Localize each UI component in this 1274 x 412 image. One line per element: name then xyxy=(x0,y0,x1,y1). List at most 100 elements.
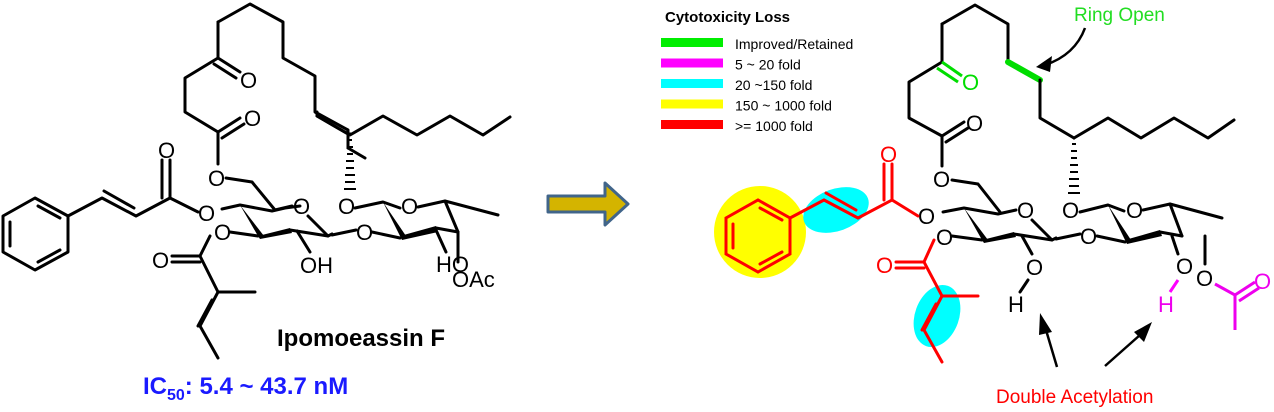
glucose-ring-oxygen: O xyxy=(293,194,310,219)
ester-co-right xyxy=(940,120,966,138)
transform-arrow-icon xyxy=(546,181,630,227)
fucose-c5 xyxy=(443,199,460,234)
alkene-highlight-20-150 xyxy=(803,187,869,233)
ketone-bond-green xyxy=(941,60,963,78)
ic50-label: IC50: 5.4 ~ 43.7 nM xyxy=(143,373,348,404)
glucose-ring-bond-right xyxy=(1030,218,1054,242)
ester-carbonyl-oxygen: O xyxy=(244,106,261,131)
ester-carbonyl-oxygen-right: O xyxy=(966,111,983,136)
fucose-oh-h-bond-magenta xyxy=(1168,279,1180,293)
legend-label: 20 ~150 fold xyxy=(735,77,812,93)
cinnamate-oxygen: O xyxy=(198,201,215,226)
macrocycle-chain-right xyxy=(216,2,350,150)
fucose-c5-right xyxy=(1168,202,1184,238)
macrocycle-left xyxy=(907,22,944,138)
tiglate-oxygen: O xyxy=(214,220,231,245)
tiglate-carbonyl-oxygen-red: O xyxy=(876,253,893,278)
ipomoeassin-f-structure: O O O O O OH O O xyxy=(1,2,512,404)
glucose-bold-bottom-right xyxy=(982,232,1016,243)
fucose-hydrogen-magenta: H xyxy=(1158,292,1174,317)
glycosidic-bond xyxy=(330,228,358,237)
fucose-bottom-left-right xyxy=(1095,234,1127,244)
acetylation-arrow-left xyxy=(1044,329,1059,368)
glucose-wedge-right xyxy=(964,208,988,240)
ketone-bond xyxy=(216,56,242,74)
cinnamate-carbonyl-oxygen: O xyxy=(158,138,175,163)
glycosidic-oxygen-top-right: O xyxy=(1062,198,1079,223)
glucose-hydroxyl: OH xyxy=(300,253,333,278)
fucose-top-right xyxy=(416,199,500,217)
ketone-oxygen-green: O xyxy=(962,70,979,95)
legend-swatch xyxy=(661,79,723,88)
acetylation-arrow-right xyxy=(1104,334,1141,367)
fucose-wedge-right xyxy=(1108,205,1131,240)
cinnamate-chain xyxy=(66,196,200,218)
glucose-ring-oxygen-right: O xyxy=(1017,198,1034,223)
fucose-hydroxyl: HO xyxy=(436,252,469,277)
acetylation-arrowhead-left xyxy=(1039,313,1052,335)
fucose-bottom-left xyxy=(370,230,402,240)
fucose-bottom-right-right xyxy=(1158,230,1184,238)
tiglate-oxygen-right: O xyxy=(936,225,953,250)
glucose-oh-h-bond xyxy=(1018,278,1030,294)
ketone-double-bond xyxy=(212,62,238,80)
fucose-top-left xyxy=(353,200,402,210)
glucose-oh-oxygen-right: O xyxy=(1026,255,1043,280)
cinnamate-oxygen-right: O xyxy=(918,204,935,229)
legend-label: 150 ~ 1000 fold xyxy=(735,98,832,114)
fucose-top-left-right xyxy=(1078,203,1126,214)
fucose-ring-oxygen: O xyxy=(401,194,418,219)
benzene-double-3 xyxy=(36,248,62,264)
legend-swatch xyxy=(661,120,723,129)
double-acetylation-label: Double Acetylation xyxy=(996,387,1153,408)
fucose-wedge xyxy=(383,202,406,236)
glycosidic-oxygen-top: O xyxy=(338,194,355,219)
glucose-c6 xyxy=(273,204,294,212)
macrocycle-top xyxy=(940,3,1010,64)
benzene-ring xyxy=(1,196,70,272)
fucose-oh-oxygen-right: O xyxy=(1176,254,1193,279)
fucose-acetate: OAc xyxy=(452,267,495,292)
acetyl-oxygen-magenta: O xyxy=(1254,269,1271,294)
ketone-double-green xyxy=(936,66,959,84)
fucose-ring-oxygen-right: O xyxy=(1126,198,1143,223)
legend-title: Cytotoxicity Loss xyxy=(665,9,790,26)
benzene-highlight-150-1000 xyxy=(714,186,806,278)
glucose-hydrogen-right: H xyxy=(1008,292,1024,317)
tiglate-alkene-double xyxy=(196,298,214,328)
glycosidic-oxygen: O xyxy=(356,220,373,245)
glycosidic-bond-right xyxy=(1054,232,1082,241)
chain-bond xyxy=(346,146,367,160)
ester-co-bond xyxy=(216,116,242,134)
ring-open-bond xyxy=(1005,59,1043,83)
legend-label: >= 1000 fold xyxy=(735,118,813,134)
acetyl-co-double-magenta xyxy=(1238,286,1260,303)
ch2-linker xyxy=(224,176,277,212)
ketone-oxygen: O xyxy=(240,68,257,93)
pentyl-side-chain xyxy=(315,110,512,137)
glucose-bold-bottom xyxy=(258,228,292,239)
ester-co-double-right xyxy=(944,126,970,144)
glucose-oh-bond-right xyxy=(1020,234,1034,256)
legend-swatch xyxy=(661,38,723,47)
glucose-ring-bond xyxy=(306,214,330,238)
ho-bond xyxy=(434,228,448,254)
fucose-bold-bottom xyxy=(400,226,438,240)
benzene-double-2 xyxy=(36,204,62,220)
legend-label: 5 ~ 20 fold xyxy=(735,57,801,73)
oh-bond xyxy=(295,229,312,254)
acetyl-co-magenta xyxy=(1234,280,1256,297)
tiglate-o-bond xyxy=(228,230,260,238)
pentyl-side-chain-right xyxy=(1072,116,1236,140)
hashed-bond-right xyxy=(1068,143,1080,194)
tiglate-o-bond-right xyxy=(950,234,984,242)
cinnamate-double xyxy=(102,189,136,210)
fucose-top-right-right xyxy=(1141,202,1224,220)
legend-swatch xyxy=(661,99,723,109)
cinnamate-red xyxy=(724,162,920,274)
fucose-bold-bottom-right xyxy=(1125,230,1162,244)
tiglate-carbonyl-oxygen: O xyxy=(152,248,169,273)
compound-name: Ipomoeassin F xyxy=(277,325,445,352)
